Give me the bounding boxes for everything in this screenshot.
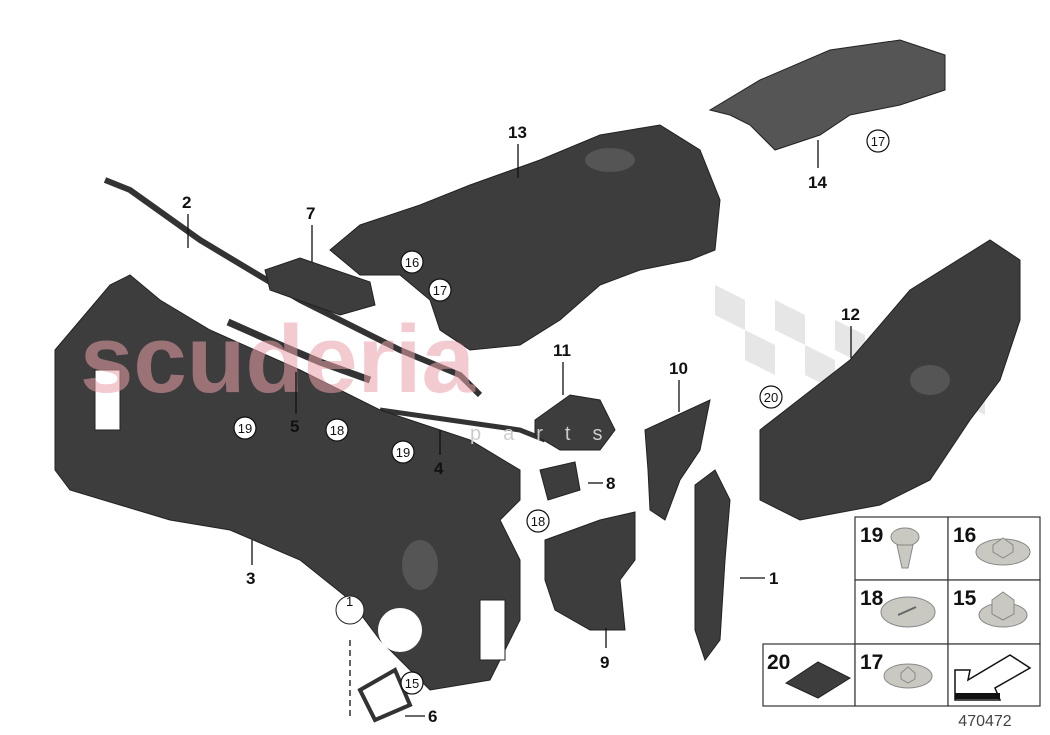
part-14-heat-shield <box>708 39 946 151</box>
part-mark-text: 1 <box>346 594 353 609</box>
part-5-strip <box>226 318 372 384</box>
part-11-insulation <box>534 394 616 451</box>
legend-label-15: 15 <box>953 587 977 610</box>
pad-icon <box>784 661 852 699</box>
clip-icon <box>890 527 920 569</box>
part-7-insulation <box>264 257 376 316</box>
svg-text:18: 18 <box>330 423 344 438</box>
watermark-sub: parts <box>470 423 624 445</box>
circled-callout-15: 15 <box>400 671 424 695</box>
part-8-insulation <box>539 461 581 501</box>
circled-callout-17: 17 <box>428 278 452 302</box>
legend-label-19: 19 <box>860 524 883 547</box>
svg-text:17: 17 <box>871 134 885 149</box>
legend-label-16: 16 <box>953 524 976 547</box>
leader-lines <box>187 140 852 720</box>
circled-callout-20: 20 <box>759 385 783 409</box>
fastener-legend: 19 16 18 15 20 17 <box>762 516 1041 707</box>
svg-text:20: 20 <box>764 390 778 405</box>
nut-icon <box>883 663 933 689</box>
part-3-bulkhead: 1 <box>54 274 521 691</box>
part-1-strip <box>694 469 731 662</box>
part-12-insulation <box>759 239 1021 521</box>
direction-arrow-icon <box>954 654 1032 701</box>
svg-text:15: 15 <box>405 676 419 691</box>
legend-label-18: 18 <box>860 587 884 610</box>
legend-label-20: 20 <box>767 651 790 674</box>
circled-callout-18: 18 <box>325 418 349 442</box>
circled-callout-17: 17 <box>866 129 890 153</box>
flange-nut-icon <box>975 537 1031 566</box>
callout-5: 5 <box>290 417 299 436</box>
callout-12: 12 <box>841 305 860 324</box>
part-13-tunnel-insulation <box>329 124 721 351</box>
callout-7: 7 <box>306 204 315 223</box>
screw-icon <box>880 596 936 628</box>
callout-2: 2 <box>182 193 191 212</box>
svg-text:16: 16 <box>405 255 419 270</box>
callout-3: 3 <box>246 569 255 588</box>
hex-nut-icon <box>978 591 1028 628</box>
circled-callout-19: 19 <box>391 440 415 464</box>
part-6-ring <box>357 667 413 723</box>
callout-13: 13 <box>508 123 527 142</box>
diagram-id: 470472 <box>958 713 1011 730</box>
callout-10: 10 <box>669 359 688 378</box>
callout-4: 4 <box>434 459 444 478</box>
watermark-brand: scuderia <box>80 306 475 413</box>
callout-11: 11 <box>553 341 571 360</box>
callout-6: 6 <box>428 707 437 726</box>
svg-text:18: 18 <box>531 514 545 529</box>
svg-text:19: 19 <box>396 445 410 460</box>
callout-14: 14 <box>808 173 827 192</box>
circled-callout-19: 19 <box>233 416 257 440</box>
callout-8: 8 <box>606 474 615 493</box>
part-9-insulation <box>544 511 636 631</box>
circled-callout-16: 16 <box>400 250 424 274</box>
circled-callout-18: 18 <box>526 509 550 533</box>
legend-label-17: 17 <box>860 651 883 674</box>
part-10-insulation <box>644 399 711 521</box>
callout-1: 1 <box>769 569 778 588</box>
svg-text:17: 17 <box>433 283 447 298</box>
callout-9: 9 <box>600 653 609 672</box>
svg-text:19: 19 <box>238 421 252 436</box>
part-4-strip <box>379 407 546 443</box>
